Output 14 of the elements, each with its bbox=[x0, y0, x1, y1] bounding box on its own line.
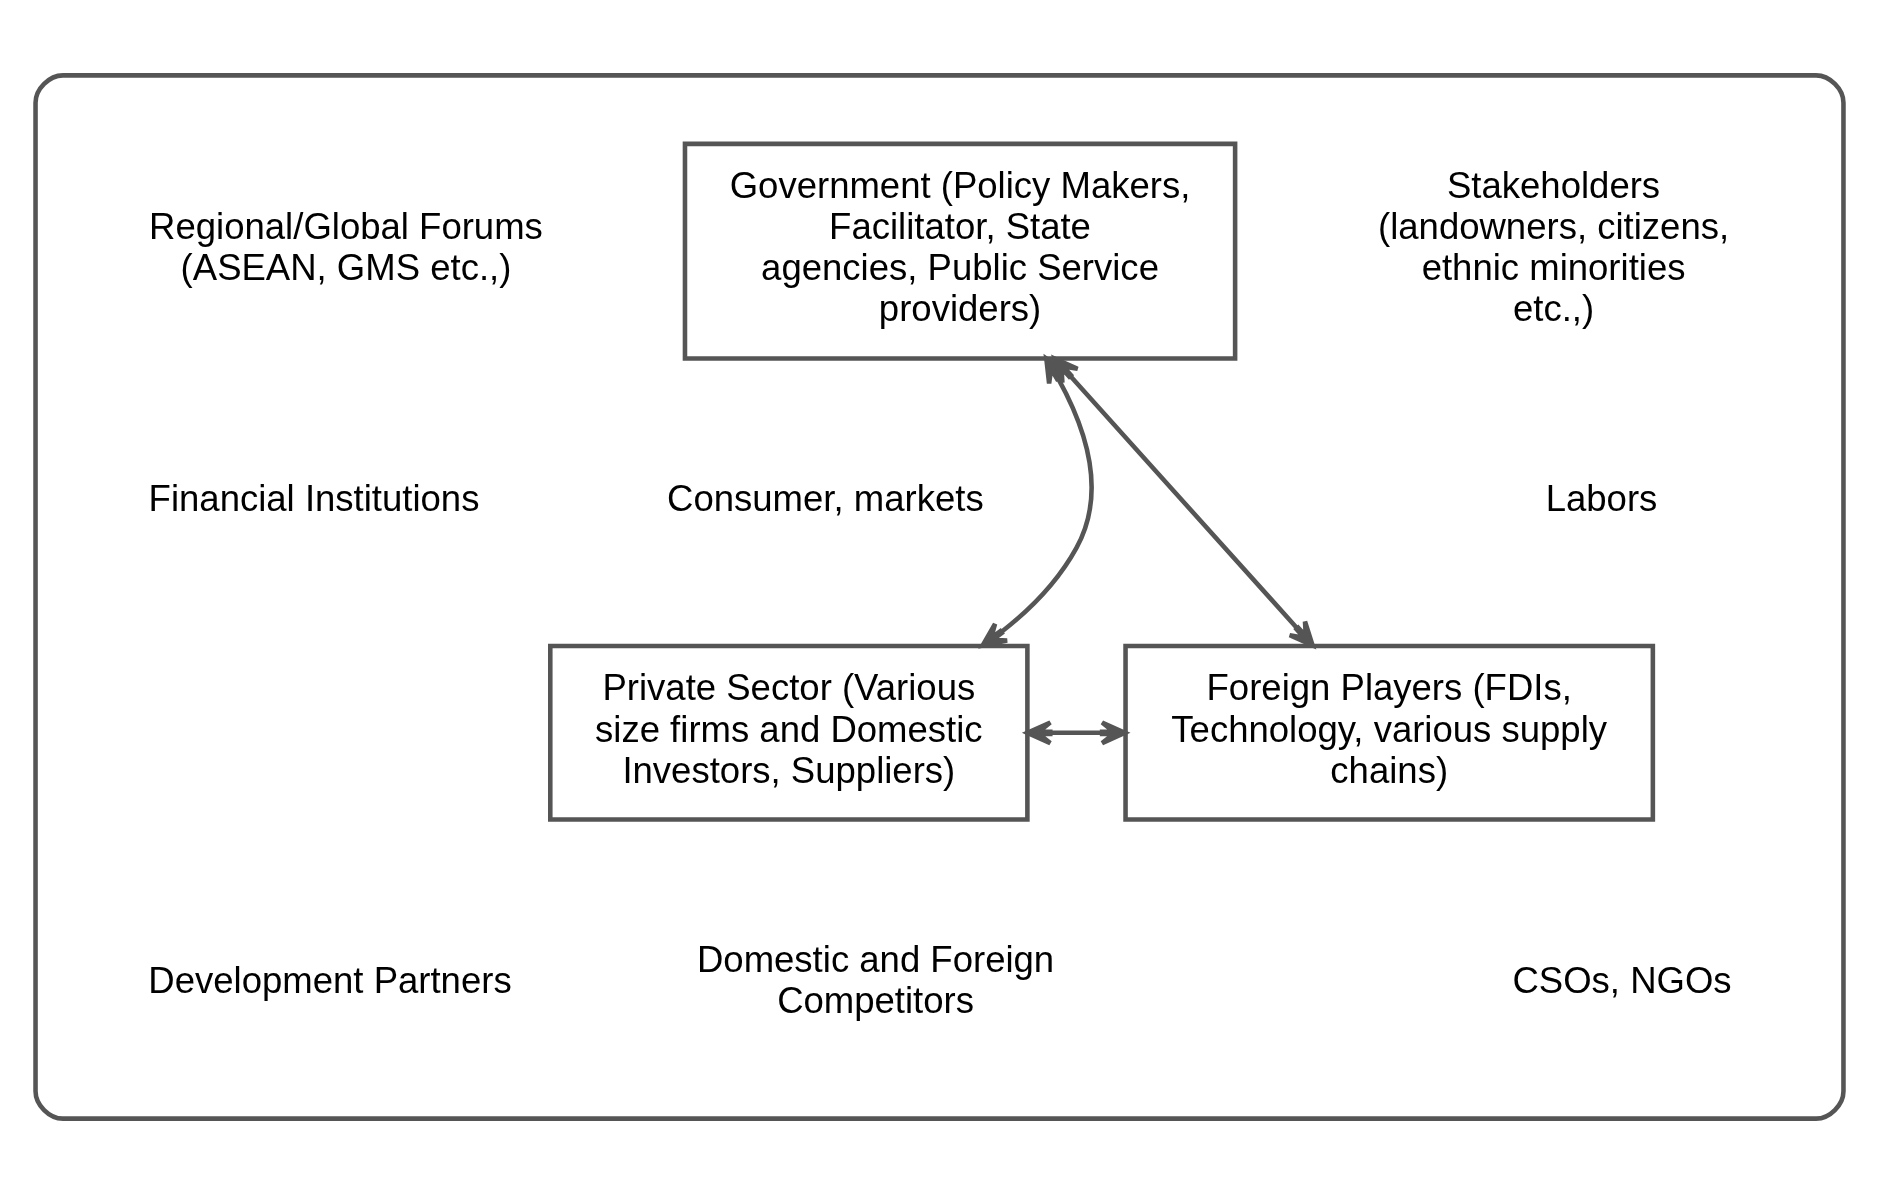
label: Development Partners bbox=[148, 959, 512, 1001]
label: Stakeholders (landowners, citizens, ethnic minorities etc.,) bbox=[1378, 165, 1730, 330]
node-box: Government (Policy Makers, Facilitator, State agencies, Public Service providers) bbox=[682, 141, 1238, 361]
arrow bbox=[1025, 720, 1128, 746]
cluster bbox=[33, 73, 1846, 1121]
label: Regional/Global Forums (ASEAN, GMS etc.,) bbox=[149, 206, 543, 289]
label: Consumer, markets bbox=[667, 477, 984, 519]
node-box: Private Sector (Various size firms and Domestic Investors, Suppliers) bbox=[548, 643, 1030, 822]
node-box: Foreign Players (FDIs, Technology, various supply chains) bbox=[1123, 643, 1656, 822]
arrow bbox=[1052, 356, 1315, 648]
label: Labors bbox=[1545, 477, 1658, 519]
label: Financial Institutions bbox=[148, 477, 480, 519]
label: Domestic and Foreign Competitors bbox=[696, 939, 1055, 1022]
label: CSOs, NGOs bbox=[1512, 959, 1732, 1001]
